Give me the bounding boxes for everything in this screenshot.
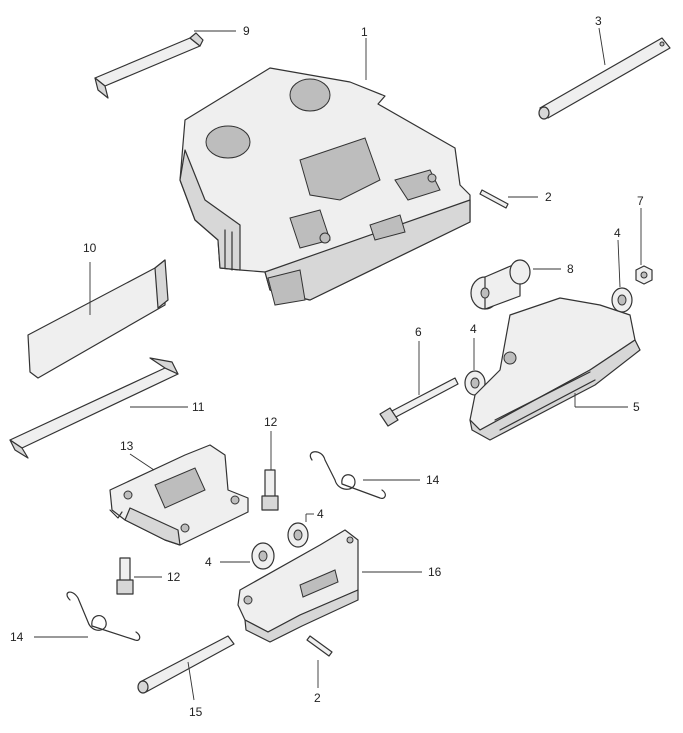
part-2-pin-lower <box>306 635 333 657</box>
callout-12-upper: 12 <box>264 415 278 429</box>
part-12-screw-upper <box>261 469 279 511</box>
callout-9: 9 <box>243 24 250 38</box>
callout-4-right: 4 <box>614 226 621 240</box>
callout-16: 16 <box>428 565 442 579</box>
part-10-guard-plate <box>27 259 169 379</box>
part-16-lower-arm <box>237 529 359 643</box>
part-6-bolt <box>379 377 459 427</box>
part-13-bracket <box>109 444 249 546</box>
part-15-shaft <box>137 635 235 694</box>
callout-14-lower: 14 <box>10 630 24 644</box>
part-8-roller <box>470 259 531 310</box>
callout-5: 5 <box>633 400 640 414</box>
part-3-shaft <box>538 37 671 120</box>
callout-6: 6 <box>415 325 422 339</box>
part-11-long-strip <box>9 357 179 459</box>
callout-labels: 9 1 3 2 7 4 8 10 6 4 5 11 13 12 14 4 4 1… <box>10 14 644 719</box>
part-4-washer-right <box>611 287 633 313</box>
callout-2-upper: 2 <box>545 190 552 204</box>
part-2-pin-upper <box>479 189 509 209</box>
part-12-screw-lower <box>116 557 134 595</box>
part-14-spring-upper <box>309 451 386 499</box>
callout-15: 15 <box>189 705 203 719</box>
callout-10: 10 <box>83 241 97 255</box>
callout-4-center: 4 <box>470 322 477 336</box>
callout-4-lower-left: 4 <box>205 555 212 569</box>
part-9-strip <box>94 32 204 99</box>
callout-11: 11 <box>192 400 205 414</box>
part-14-spring-lower <box>66 591 141 641</box>
callout-8: 8 <box>567 262 574 276</box>
part-4-washer-lower-left <box>251 542 275 570</box>
part-1-main-body <box>179 67 471 306</box>
part-5-arm <box>469 297 641 441</box>
callout-3: 3 <box>595 14 602 28</box>
part-7-nut <box>635 265 653 285</box>
callout-7: 7 <box>637 194 644 208</box>
callout-12-lower: 12 <box>167 570 181 584</box>
leader-lines <box>34 27 642 701</box>
callout-1: 1 <box>361 25 368 39</box>
part-4-washer-lower-right <box>287 522 309 548</box>
callout-2-lower: 2 <box>314 691 321 705</box>
part-4-washer-center <box>464 370 486 396</box>
callout-13: 13 <box>120 439 134 453</box>
callout-14-upper: 14 <box>426 473 440 487</box>
callout-4-lower-right: 4 <box>317 507 324 521</box>
